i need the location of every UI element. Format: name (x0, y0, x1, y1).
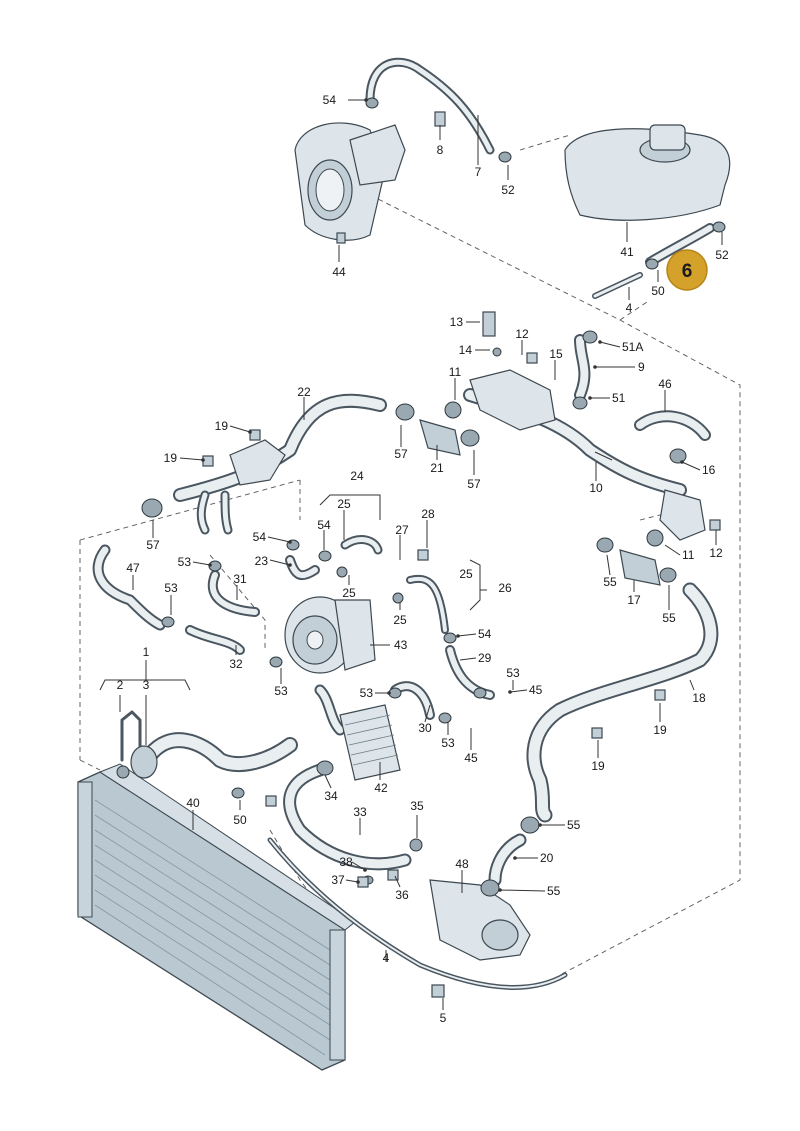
callout-label: 21 (430, 461, 444, 475)
callout-label: 27 (395, 523, 409, 537)
callout-label: 46 (658, 377, 672, 391)
callout-label: 17 (627, 593, 641, 607)
callout-label: 26 (498, 581, 512, 595)
callout-label: 52 (501, 183, 515, 197)
callout-label: 19 (215, 419, 229, 433)
callout-label: 23 (255, 554, 269, 568)
callout-label: 19 (164, 451, 178, 465)
callout-label: 37 (331, 873, 345, 887)
callout-label: 11 (449, 365, 462, 379)
callout-label: 2 (117, 678, 124, 692)
highlight-badge-label: 6 (682, 261, 693, 282)
callout-labels: 54 8 7 52 44 41 52 50 4 13 12 14 15 51A … (117, 93, 729, 1025)
callout-label: 38 (339, 855, 353, 869)
callout-label: 5 (440, 1011, 447, 1025)
callout-label: 41 (620, 245, 634, 259)
callout-label: 42 (374, 781, 388, 795)
callout-label: 54 (323, 93, 337, 107)
callout-label: 19 (653, 723, 667, 737)
callout-label: 25 (337, 497, 351, 511)
callout-label: 48 (455, 857, 469, 871)
callout-label: 18 (692, 691, 706, 705)
callout-label: 57 (467, 477, 481, 491)
highlight-badge: 6 (666, 249, 708, 291)
callout-label: 28 (421, 507, 435, 521)
callout-label: 51A (622, 340, 643, 354)
callout-label: 53 (506, 666, 520, 680)
components (120, 122, 731, 998)
callout-label: 55 (547, 884, 561, 898)
callout-label: 10 (589, 481, 603, 495)
callout-label: 53 (441, 736, 455, 750)
callout-label: 8 (437, 143, 444, 157)
callout-label: 11 (682, 548, 695, 562)
callout-label: 55 (603, 575, 617, 589)
callout-label: 43 (394, 638, 408, 652)
callout-label: 54 (478, 627, 492, 641)
callout-label: 50 (651, 284, 665, 298)
callout-label: 54 (253, 530, 267, 544)
callout-label: 36 (395, 888, 409, 902)
callout-label: 34 (324, 789, 338, 803)
radiator (77, 763, 356, 1071)
callout-label: 12 (515, 327, 529, 341)
callout-label: 16 (702, 463, 716, 477)
callout-label: 50 (233, 813, 247, 827)
callout-label: 13 (450, 315, 464, 329)
callout-label: 44 (332, 265, 346, 279)
callout-label: 24 (350, 469, 364, 483)
callout-label: 7 (475, 165, 482, 179)
hose-clamps (116, 97, 726, 897)
callout-label: 3 (143, 678, 150, 692)
callout-label: 20 (540, 851, 554, 865)
callout-label: 35 (410, 799, 424, 813)
leader-dots (201, 98, 684, 892)
callout-label: 47 (126, 561, 140, 575)
callout-label: 57 (394, 447, 408, 461)
callout-label: 25 (459, 567, 473, 581)
callout-label: 25 (342, 586, 356, 600)
callout-label: 53 (360, 686, 374, 700)
leader-lines (99, 99, 723, 1010)
callout-label: 22 (297, 385, 311, 399)
callout-label: 53 (274, 684, 288, 698)
callout-label: 31 (233, 572, 247, 586)
callout-label: 4 (383, 951, 390, 965)
callout-label: 15 (549, 347, 563, 361)
callout-label: 52 (715, 248, 729, 262)
callout-label: 32 (229, 657, 243, 671)
callout-label: 30 (418, 721, 432, 735)
callout-label: 55 (567, 818, 581, 832)
callout-label: 14 (459, 343, 473, 357)
callout-label: 19 (591, 759, 605, 773)
callout-label: 1 (143, 645, 150, 659)
callout-label: 53 (164, 581, 178, 595)
bolts (202, 111, 721, 888)
callout-label: 57 (146, 538, 160, 552)
callout-label: 12 (709, 546, 723, 560)
callout-label: 55 (662, 611, 676, 625)
callout-label: 45 (529, 683, 543, 697)
callout-label: 40 (186, 796, 200, 810)
callout-label: 25 (393, 613, 407, 627)
callout-label: 51 (612, 391, 626, 405)
callout-label: 4 (626, 301, 633, 315)
callout-label: 54 (317, 518, 331, 532)
callout-label: 33 (353, 805, 367, 819)
assembly-boundary-lines (79, 134, 741, 976)
callout-label: 29 (478, 651, 492, 665)
callout-label: 45 (464, 751, 478, 765)
callout-label: 9 (638, 360, 645, 374)
callout-label: 53 (178, 555, 192, 569)
